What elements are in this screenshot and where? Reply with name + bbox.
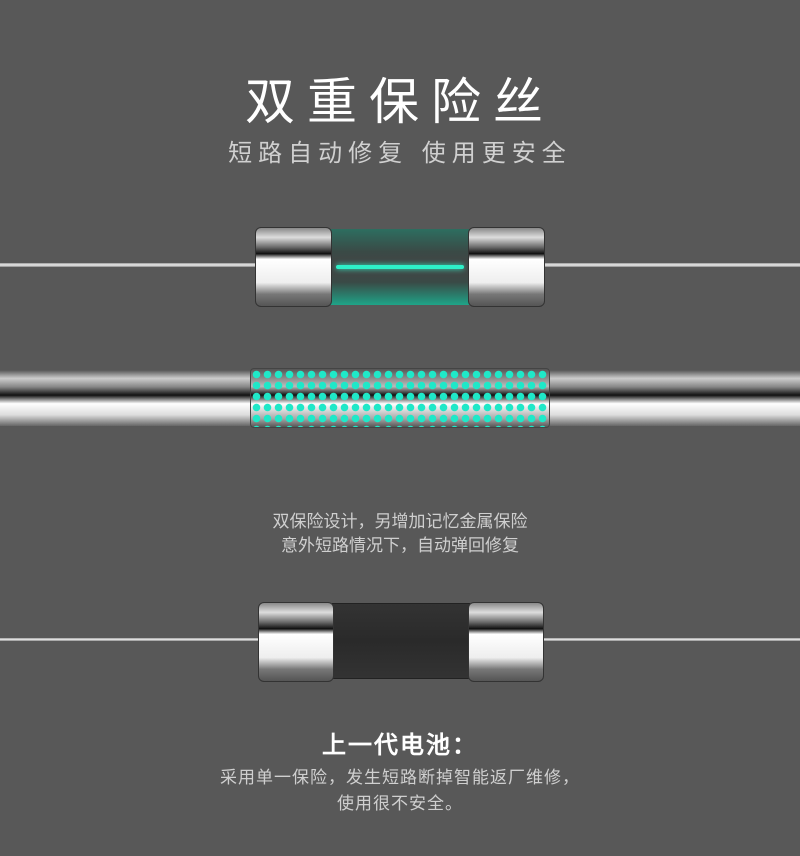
old-battery-heading: 上一代电池： bbox=[322, 731, 478, 759]
page-title: 双重保险丝 bbox=[245, 73, 555, 131]
old-battery-description: 采用单一保险，发生短路断掉智能返厂维修， 使用很不安全。 bbox=[220, 768, 580, 814]
dual-fuse-description: 双保险设计，另增加记忆金属保险 意外短路情况下，自动弹回修复 bbox=[272, 512, 528, 556]
subtitle: 短路自动修复 使用更安全 bbox=[228, 139, 572, 167]
